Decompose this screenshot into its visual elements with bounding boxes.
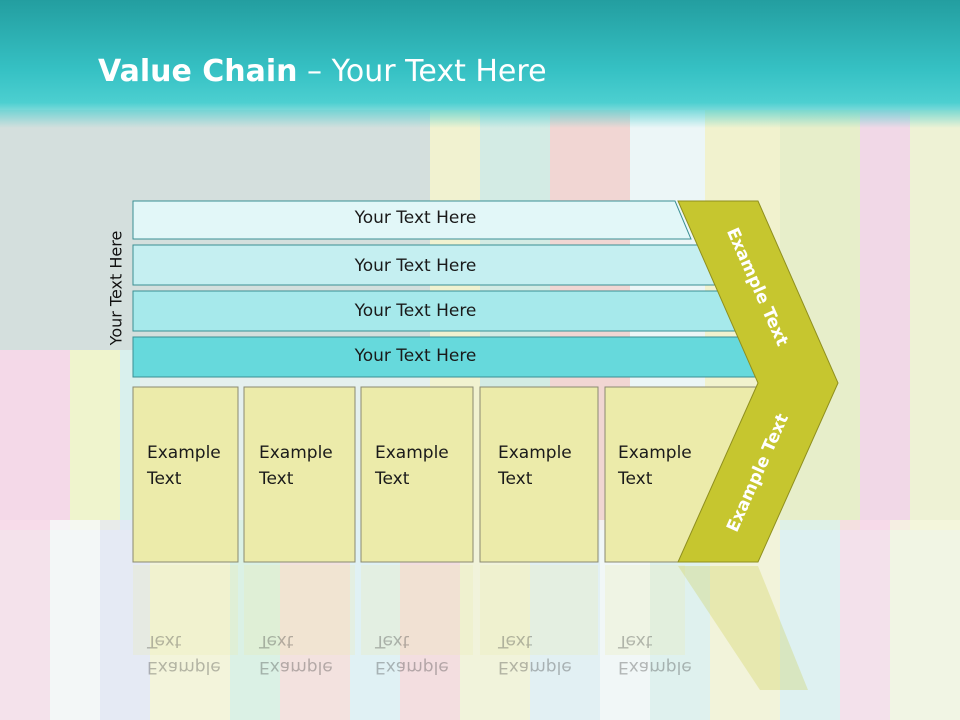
box-reflection	[605, 565, 685, 655]
box-label-line: Example	[259, 443, 333, 463]
activity-box-2	[243, 386, 356, 563]
box-label-line: Text	[147, 469, 182, 489]
box-reflection	[361, 565, 473, 655]
page-title: Value Chain – Your Text Here	[98, 54, 547, 89]
box-label-line: Text	[375, 469, 410, 489]
chevron-reflection	[678, 566, 808, 690]
activity-box-1	[132, 386, 239, 563]
band-label-3: Your Text Here	[354, 301, 477, 321]
header-bar	[0, 0, 960, 128]
title-rest: – Your Text Here	[297, 54, 547, 89]
box-label-line: Example	[147, 443, 221, 463]
band-label-4: Your Text Here	[354, 346, 477, 366]
box-reflection	[244, 565, 355, 655]
margin-chevron	[677, 200, 839, 563]
box-label-line: Text	[498, 469, 533, 489]
box-reflection	[480, 565, 598, 655]
box-label-line: Example	[375, 443, 449, 463]
activity-box-3	[360, 386, 474, 563]
box-label-line: Example	[498, 443, 572, 463]
activity-box-4	[479, 386, 599, 563]
box-label-line: Example	[618, 443, 692, 463]
box-label-line: Text	[618, 469, 653, 489]
title-bold: Value Chain	[98, 54, 298, 89]
band-label-2: Your Text Here	[354, 256, 477, 276]
band-1	[132, 200, 692, 240]
box-label-line: Text	[259, 469, 294, 489]
box-reflection	[133, 565, 238, 655]
band-label-1: Your Text Here	[354, 208, 477, 228]
